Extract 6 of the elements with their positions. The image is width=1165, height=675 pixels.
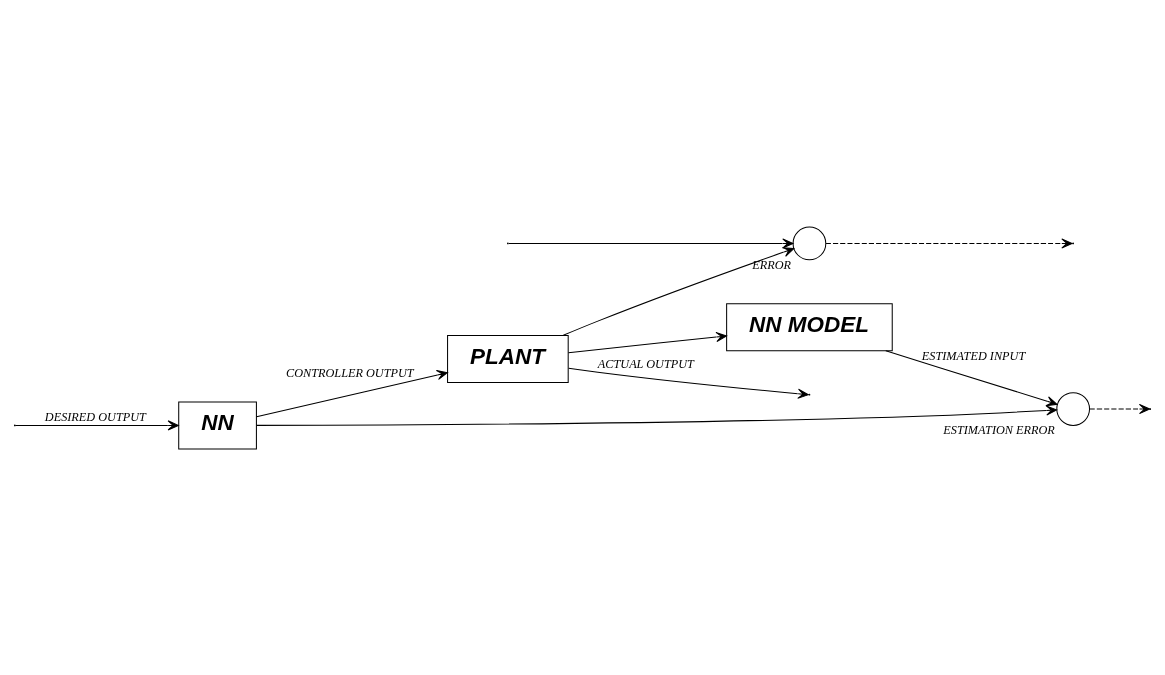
edge-label: ACTUAL OUTPUT [597,356,694,371]
node-label: ERROR [752,257,791,272]
edge-label: ESTIMATED INPUT [921,348,1026,363]
edge-label: CONTROLLER OUTPUT [286,365,414,380]
node-label: ESTIMATION ERROR [943,422,1055,437]
edge-label: DESIRED OUTPUT [44,409,146,424]
